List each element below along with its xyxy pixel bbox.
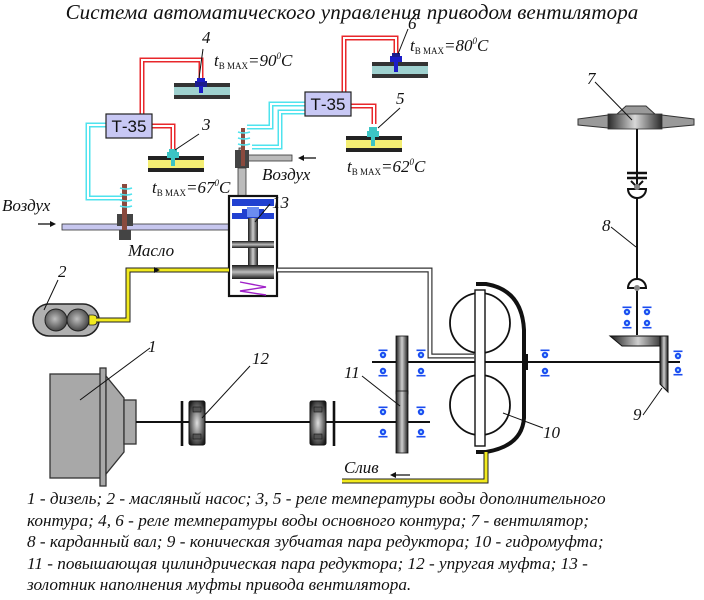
relay-left-label: Т-35 [112,117,147,136]
fan-drive-diagram: Т-35 Т-35 [2,14,695,487]
legend-line: 8 - карданный вал; 9 - коническая зубчат… [27,532,604,551]
air-arrow-left [38,221,56,227]
t-symbol: t [214,51,220,70]
signal-lines-relay-left [85,57,204,201]
spool-valve-13 [227,194,279,298]
relay-right-label: Т-35 [311,95,346,114]
air-pipe-left [61,223,232,231]
callout-6: 6 [408,14,417,33]
sensor-3-text: 3 tВ MAX=670C [152,115,231,198]
temperature-relay-4 [174,78,230,99]
air-arrow-right [298,155,316,161]
svg-text:tВ MAX=800C: tВ MAX=800C [410,36,489,56]
solenoid-valve-left [117,184,133,240]
callout-13: 13 [272,193,289,212]
oil-line-pump-to-valve [96,267,229,323]
fan-7 [577,105,695,130]
callout-5: 5 [396,89,405,108]
legend-line: контура; 4, 6 - реле температуры воды ос… [27,510,589,530]
elastic-coupling-12 [180,400,336,446]
relay-t35-right: Т-35 [304,91,352,117]
temperature-relay-6 [372,53,428,78]
bevel-gear-9 [608,335,683,394]
legend-line: золотник наполнения муфты привода вентил… [27,575,412,594]
svg-text:tВ MAX=620C: tВ MAX=620C [347,157,426,177]
diesel-engine-1 [49,367,137,487]
svg-text:tВ MAX=900C: tВ MAX=900C [214,51,293,71]
callout-8: 8 [602,216,611,235]
signal-lines-relay-right [247,35,399,150]
legend-line: 1 - дизель; 2 - масляный насос; 3, 5 - р… [27,489,606,508]
temperature-relay-3 [148,149,204,172]
label-oil: Масло [127,241,174,260]
solenoid-valve-right [235,128,293,197]
sensor-6-text: 6 tВ MAX=800C [408,14,489,56]
cardan-shaft-8 [622,129,652,335]
temperature-relay-5 [346,127,402,152]
callout-1: 1 [148,337,157,356]
fluid-coupling-10 [408,282,680,454]
label-air-right: Воздух [262,165,311,184]
callout-4: 4 [202,28,211,47]
diagram-title: Система автоматического управления приво… [65,0,639,24]
legend-line: 11 - повышающая цилиндрическая пара реду… [27,553,588,573]
legend: 1 - дизель; 2 - масляный насос; 3, 5 - р… [27,488,704,596]
sensor-4-text: 4 tВ MAX=900C [202,28,293,71]
callout-2: 2 [58,262,67,281]
leader-lines [43,28,663,429]
svg-text:tВ MAX=670C: tВ MAX=670C [152,178,231,198]
callout-7: 7 [587,69,597,88]
callout-3: 3 [201,115,211,134]
oil-pump-2 [32,303,100,337]
gear-pair-11 [372,335,430,454]
drain-line [342,452,489,484]
label-air-left: Воздух [2,196,51,215]
drain-arrow [390,472,410,478]
callout-12: 12 [252,349,270,368]
label-drain: Слив [344,458,379,477]
callout-9: 9 [633,405,642,424]
sensor-5-text: 5 tВ MAX=620C [347,89,426,177]
oil-line-valve-to-coupling [277,267,474,359]
relay-t35-left: Т-35 [105,113,153,139]
callout-10: 10 [543,423,561,442]
callout-11: 11 [344,363,360,382]
